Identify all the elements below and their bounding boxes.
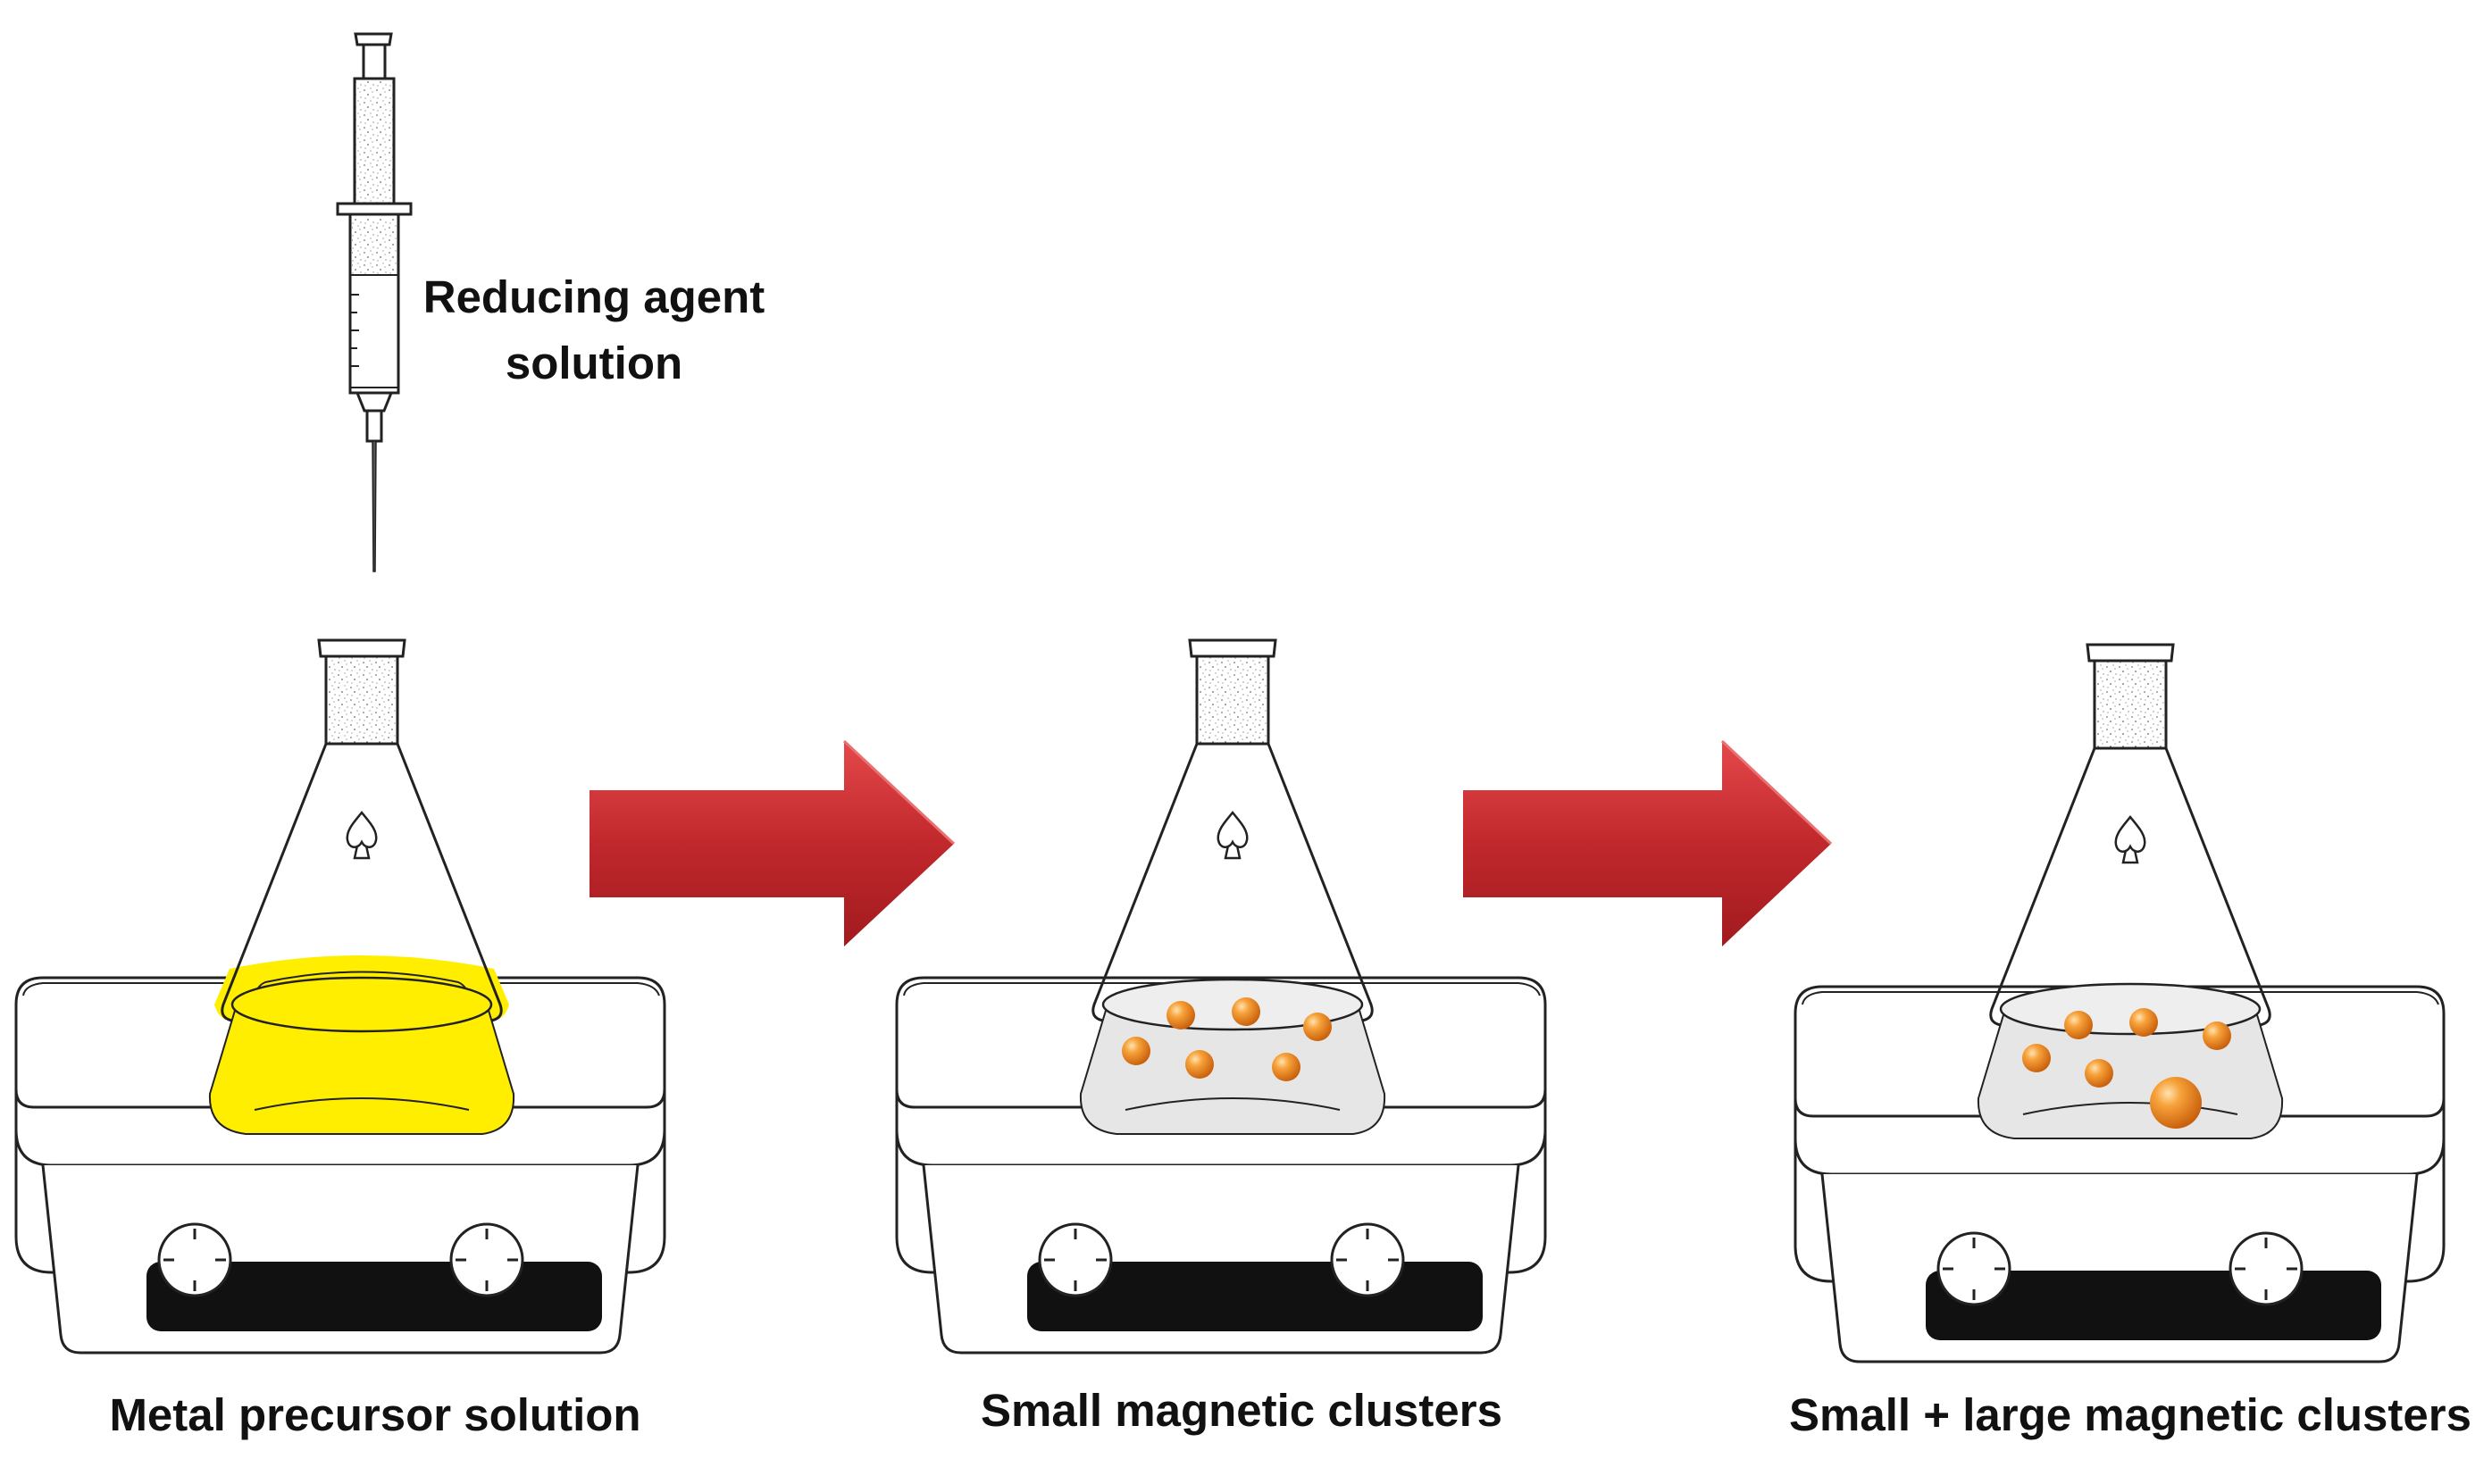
reducing-agent-label: Reducing agent solution bbox=[413, 264, 775, 396]
particle-icon bbox=[1122, 997, 1332, 1081]
flask-icon bbox=[214, 638, 509, 1022]
syringe-icon bbox=[336, 32, 413, 572]
small-large-clusters-label: Small + large magnetic clusters bbox=[1789, 1389, 2471, 1440]
metal-precursor-label: Metal precursor solution bbox=[109, 1389, 641, 1440]
yellow-solution bbox=[208, 976, 515, 1135]
particle-icon bbox=[2022, 1008, 2231, 1129]
small-clusters-label: Small magnetic clusters bbox=[981, 1385, 1502, 1436]
reducing-agent-label-line2: solution bbox=[505, 338, 683, 388]
red-arrow-icon bbox=[1463, 739, 1833, 946]
red-arrow-icon bbox=[590, 739, 956, 946]
reducing-agent-label-line1: Reducing agent bbox=[422, 271, 765, 322]
